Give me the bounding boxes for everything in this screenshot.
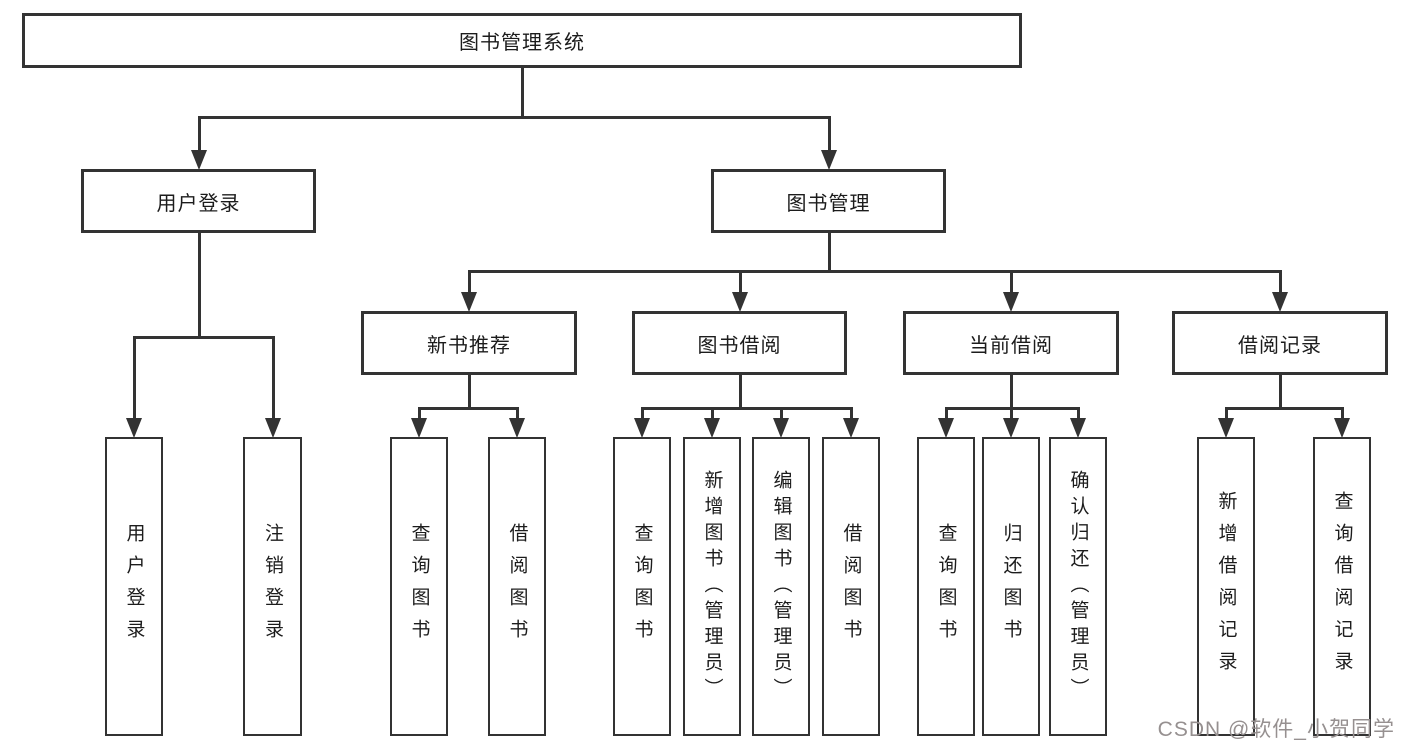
connector-line (780, 408, 783, 425)
arrow-down-icon (126, 418, 142, 438)
arrow-down-icon (704, 418, 720, 438)
node-leaf-borrow-book-1: 借阅图书 (488, 437, 546, 736)
connector-line (1010, 373, 1013, 410)
node-label: 新书推荐 (427, 334, 511, 357)
arrow-down-icon (938, 418, 954, 438)
node-label: 借阅图书 (840, 522, 862, 651)
node-label: 查询图书 (631, 522, 653, 651)
connector-line (516, 408, 519, 425)
node-leaf-borrow-book-2: 借阅图书 (822, 437, 880, 736)
arrow-down-icon (265, 418, 281, 438)
arrow-down-icon (732, 292, 748, 312)
connector-line (641, 408, 644, 425)
node-user-login: 用户登录 (81, 169, 316, 233)
connector-line (198, 231, 201, 339)
node-leaf-query-book-1: 查询图书 (390, 437, 448, 736)
connector-line (1341, 408, 1344, 425)
node-leaf-query-book-2: 查询图书 (613, 437, 671, 736)
arrow-down-icon (1218, 418, 1234, 438)
node-label: 注销登录 (262, 522, 283, 651)
connector-line (711, 408, 714, 425)
arrow-down-icon (191, 150, 207, 170)
arrow-down-icon (773, 418, 789, 438)
node-label: 当前借阅 (969, 334, 1053, 357)
connector-line (521, 66, 524, 119)
node-borrow-record: 借阅记录 (1172, 311, 1388, 375)
node-label: 查询图书 (935, 522, 957, 651)
node-label: 借阅记录 (1238, 334, 1322, 357)
node-label: 新增图书（管理员） (701, 469, 723, 704)
node-label: 查询图书 (408, 522, 430, 651)
arrow-down-icon (843, 418, 859, 438)
connector-line (1077, 408, 1080, 425)
connector-line (1225, 407, 1344, 410)
node-label: 编辑图书（管理员） (770, 469, 792, 704)
node-leaf-query-book-3: 查询图书 (917, 437, 975, 736)
node-leaf-edit-book: 编辑图书（管理员） (752, 437, 810, 736)
connector-line (198, 116, 831, 119)
connector-line (828, 231, 831, 273)
node-leaf-logout: 注销登录 (243, 437, 302, 736)
connector-line (133, 337, 136, 425)
connector-line (468, 373, 471, 410)
node-label: 用户登录 (123, 522, 145, 651)
node-book-borrow: 图书借阅 (632, 311, 847, 375)
connector-line (739, 373, 742, 410)
node-label: 图书借阅 (697, 334, 782, 357)
arrow-down-icon (821, 150, 837, 170)
node-leaf-return-book: 归还图书 (982, 437, 1040, 736)
arrow-down-icon (1272, 292, 1288, 312)
connector-line (418, 408, 421, 425)
node-label: 确认归还（管理员） (1067, 469, 1089, 704)
connector-line (198, 117, 201, 157)
arrow-down-icon (1003, 292, 1019, 312)
connector-line (468, 271, 471, 299)
connector-line (1279, 271, 1282, 299)
node-label: 图书管理系统 (459, 32, 585, 54)
connector-line (1225, 408, 1228, 425)
node-leaf-add-borrow-record: 新增借阅记录 (1197, 437, 1255, 736)
node-label: 图书管理 (786, 192, 871, 215)
watermark: CSDN @软件_小贺同学 (1157, 718, 1395, 741)
arrow-down-icon (1334, 418, 1350, 438)
connector-line (468, 270, 1282, 273)
connector-line (418, 407, 519, 410)
node-leaf-user-login: 用户登录 (105, 437, 163, 736)
node-label: 归还图书 (1000, 522, 1022, 651)
node-leaf-query-borrow-record: 查询借阅记录 (1313, 437, 1371, 736)
connector-line (133, 336, 275, 339)
connector-line (641, 407, 853, 410)
connector-line (850, 408, 853, 425)
arrow-down-icon (1003, 418, 1019, 438)
arrow-down-icon (461, 292, 477, 312)
connector-line (828, 117, 831, 157)
node-label: 借阅图书 (506, 522, 528, 651)
arrow-down-icon (411, 418, 427, 438)
node-book-mgmt: 图书管理 (711, 169, 946, 233)
node-leaf-add-book: 新增图书（管理员） (683, 437, 741, 736)
node-new-book-rec: 新书推荐 (361, 311, 577, 375)
node-label: 查询借阅记录 (1331, 490, 1353, 683)
connector-line (739, 271, 742, 299)
node-label: 用户登录 (156, 192, 241, 215)
arrow-down-icon (1070, 418, 1086, 438)
connector-line (1279, 373, 1282, 410)
connector-line (1010, 271, 1013, 299)
node-label: 新增借阅记录 (1215, 490, 1237, 683)
arrow-down-icon (509, 418, 525, 438)
node-current-borrow: 当前借阅 (903, 311, 1119, 375)
node-leaf-confirm-return: 确认归还（管理员） (1049, 437, 1107, 736)
connector-line (945, 408, 948, 425)
arrow-down-icon (634, 418, 650, 438)
node-root: 图书管理系统 (22, 13, 1022, 68)
connector-line (272, 337, 275, 425)
connector-line (1010, 408, 1013, 425)
